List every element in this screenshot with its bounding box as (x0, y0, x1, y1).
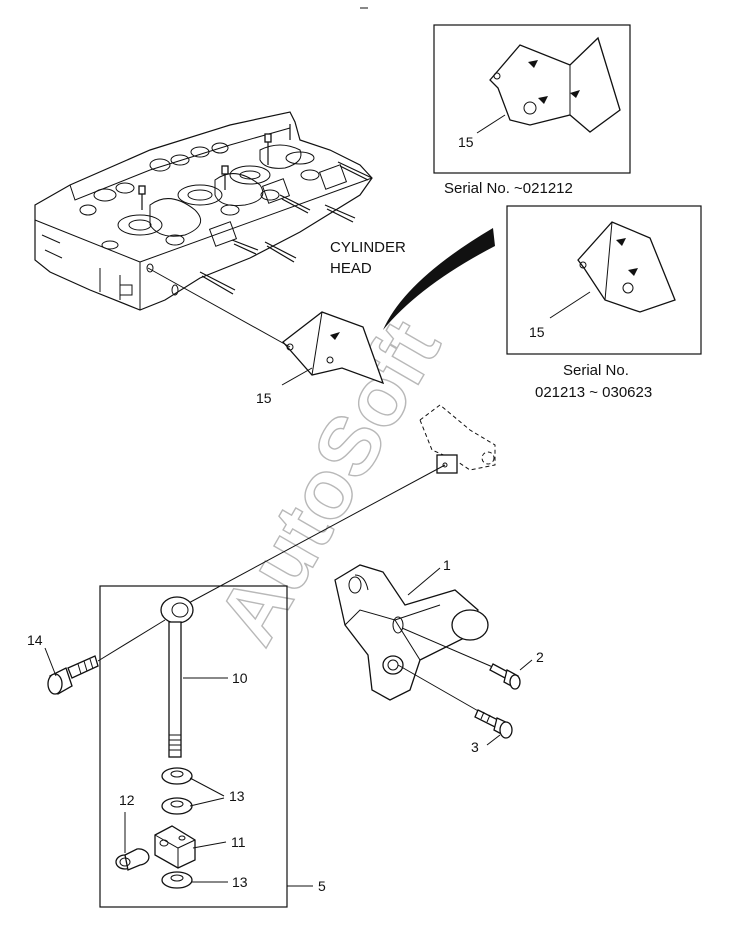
nut-13-middle (161, 797, 193, 815)
tension-rod-10 (160, 596, 194, 758)
bolt-3 (474, 709, 513, 739)
callout-3: 3 (471, 739, 479, 755)
cylinder-head (34, 111, 373, 311)
trunnion-block-11 (154, 825, 196, 869)
bushing-12 (115, 848, 150, 871)
callout-5: 5 (318, 878, 326, 894)
inset-serial-a: 15 (433, 24, 631, 174)
engine-mount-dashed (419, 404, 496, 474)
callout-10: 10 (232, 670, 248, 686)
nut-13-lower (161, 871, 193, 889)
assembly-5-box (99, 585, 288, 908)
head-studs (138, 124, 291, 210)
bracket-1 (334, 564, 489, 701)
direction-arrow (383, 228, 495, 330)
bolt-14 (47, 655, 99, 695)
nut-13-upper (161, 767, 193, 785)
callout-2: 2 (536, 649, 544, 665)
callout-13-upper: 13 (229, 788, 245, 804)
callout-12: 12 (119, 792, 135, 808)
callout-15-inset-b: 15 (529, 324, 545, 340)
callout-13-lower: 13 (232, 874, 248, 890)
serial-b-caption-1: Serial No. (563, 362, 629, 379)
callout-15-inset-a: 15 (458, 134, 474, 150)
cylinder-head-label-2: HEAD (330, 260, 372, 277)
callout-14: 14 (27, 632, 43, 648)
callout-1: 1 (443, 557, 451, 573)
head-top-details (79, 142, 320, 250)
callout-11: 11 (231, 834, 246, 850)
bolt-2 (489, 663, 521, 690)
cylinder-head-label: CYLINDER (330, 239, 406, 256)
serial-b-caption-2: 021213 ~ 030623 (535, 384, 652, 401)
bracket-15-main (282, 311, 385, 385)
inset-serial-b: 15 (506, 205, 702, 355)
serial-a-caption: Serial No. ~021212 (444, 180, 573, 197)
callout-15-main: 15 (256, 390, 272, 406)
